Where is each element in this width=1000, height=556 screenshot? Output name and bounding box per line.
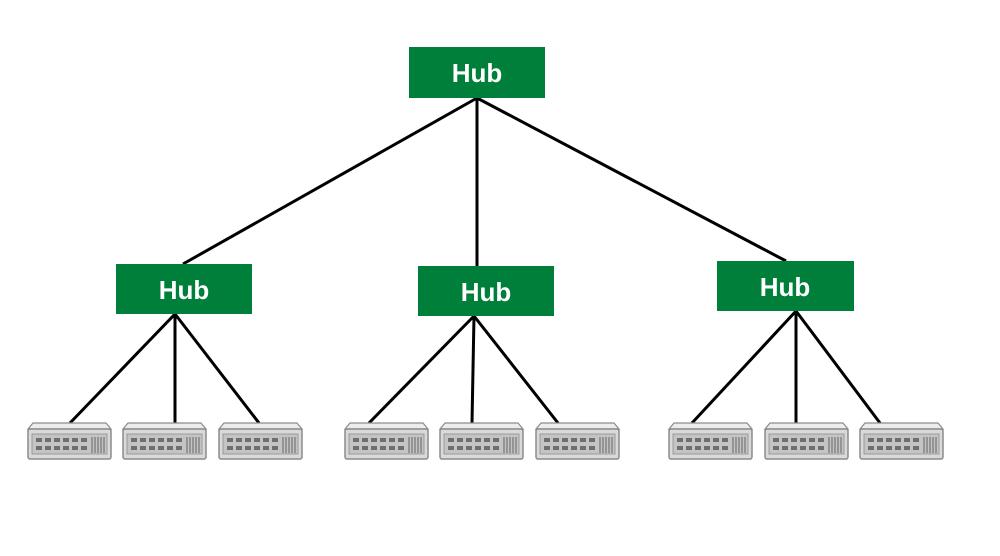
link-hub-2-device-2 [470, 315, 476, 424]
hub-root: Hub [409, 47, 545, 98]
hub-box [116, 264, 252, 314]
link-root-to-hub-1 [182, 96, 478, 266]
hub-label: Hub [159, 275, 210, 305]
hub-label: Hub [760, 272, 811, 302]
network-switch-icon [534, 422, 621, 460]
network-switch-icon [121, 422, 208, 460]
network-switch-icon [667, 422, 754, 460]
link-hub-3-device-3 [794, 310, 882, 424]
devices [26, 422, 945, 460]
network-switch-icon [438, 422, 525, 460]
hub-box [717, 261, 854, 311]
link-hub-1-device-1 [68, 312, 177, 425]
link-hub-3-device-1 [690, 309, 798, 425]
link-hub-1-device-3 [173, 313, 261, 424]
network-switch-icon [763, 422, 850, 460]
link-hub-2-device-1 [367, 314, 476, 425]
link-hub-2-device-3 [472, 315, 560, 424]
device-links [68, 309, 882, 425]
hub-level2-1: Hub [116, 264, 252, 314]
hub-label: Hub [461, 277, 512, 307]
network-switch-icon [343, 422, 430, 460]
hub-box [409, 47, 545, 98]
network-switch-icon [858, 422, 945, 460]
hub-level2-2: Hub [418, 266, 554, 316]
hub-label: Hub [452, 58, 503, 88]
link-root-to-hub-3 [476, 96, 787, 263]
root-links [182, 96, 787, 266]
network-switch-icon [217, 422, 304, 460]
hub-level2-3: Hub [717, 261, 854, 311]
hub-box [418, 266, 554, 316]
network-switch-icon [26, 422, 113, 460]
